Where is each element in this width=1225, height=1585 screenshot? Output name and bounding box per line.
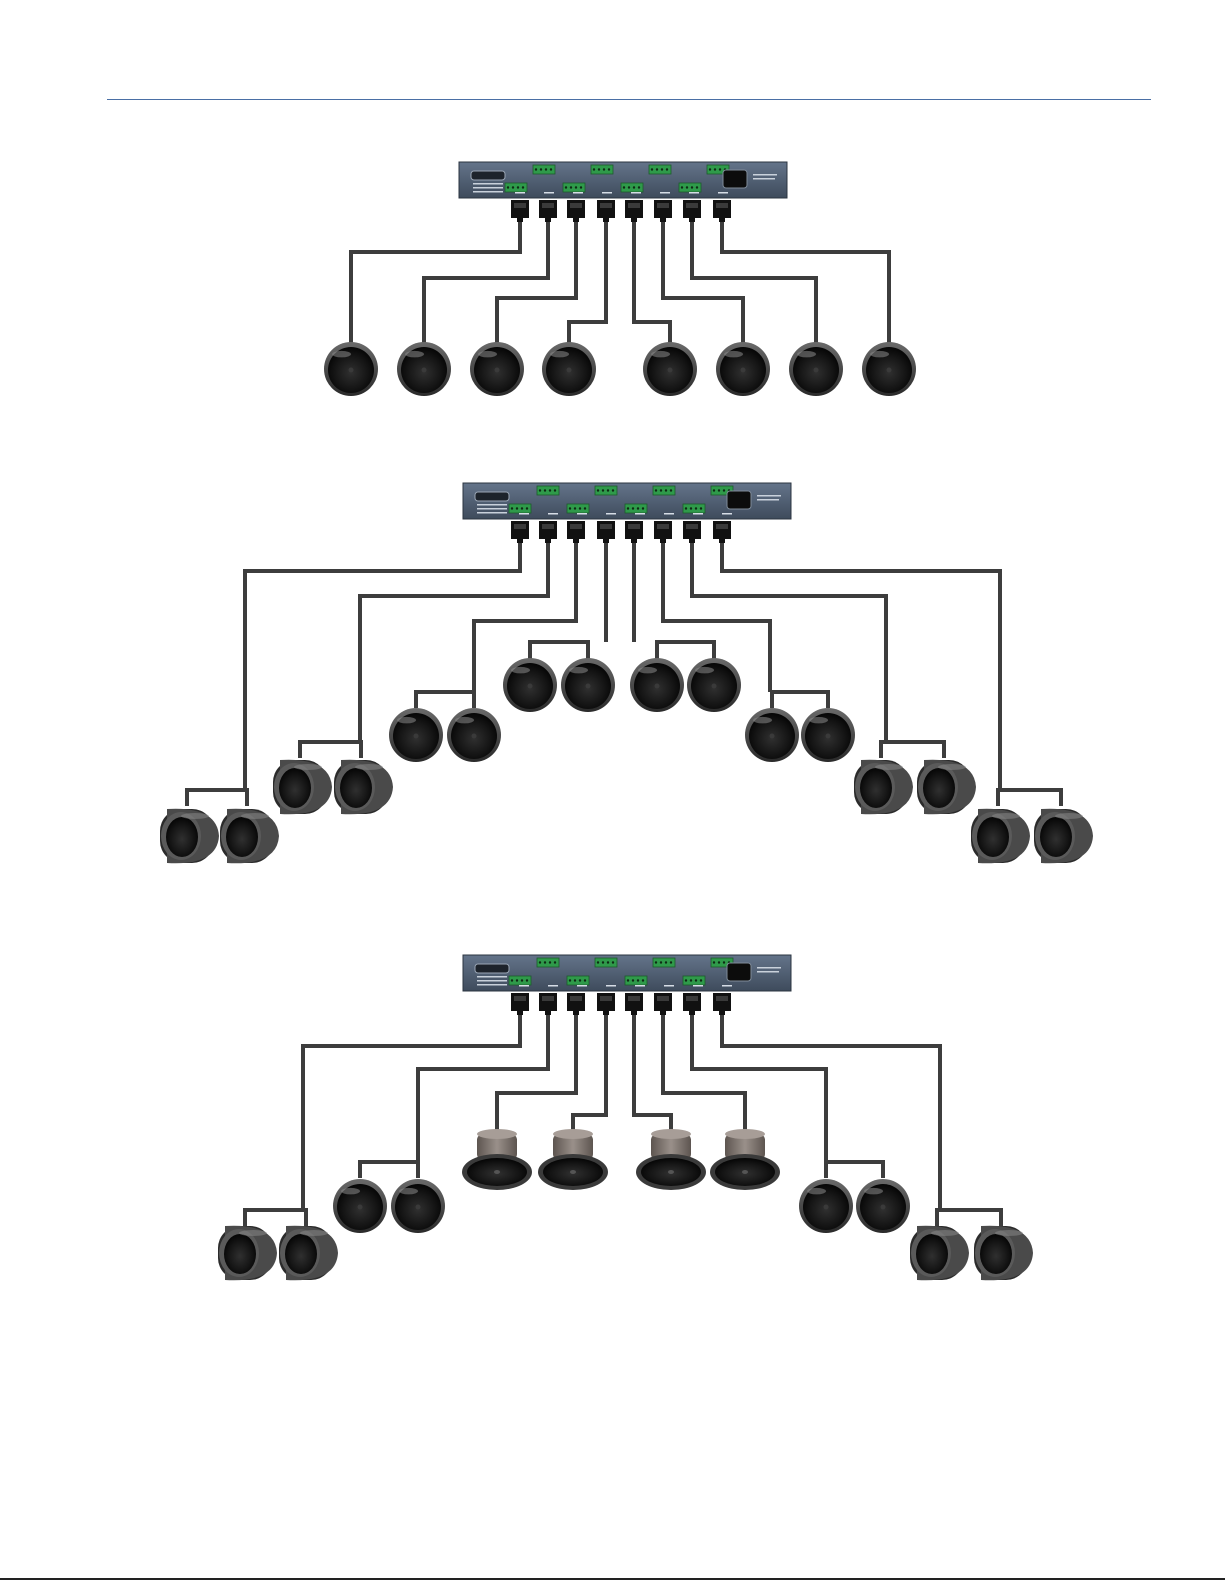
speaker-connector-icon: [625, 200, 643, 222]
speaker-wire: [245, 1210, 306, 1226]
surface-mount-speaker-icon: [279, 1226, 338, 1281]
surface-mount-speaker-icon: [160, 809, 219, 864]
speaker-wire: [351, 222, 520, 343]
speaker-wire: [657, 642, 714, 660]
speaker-connector-icon: [539, 521, 557, 543]
pendant-speaker-icon: [397, 342, 451, 396]
speaker-connector-icon: [539, 993, 557, 1015]
device-layer: [160, 162, 1093, 1280]
rack-amplifier-icon: [463, 483, 791, 519]
pendant-speaker-icon: [643, 342, 697, 396]
speaker-connector-icon: [683, 521, 701, 543]
ceiling-speaker-icon: [538, 1129, 608, 1190]
pendant-speaker-icon: [856, 1179, 910, 1233]
pendant-speaker-icon: [801, 708, 855, 762]
pendant-speaker-icon: [389, 708, 443, 762]
speaker-wire: [663, 1015, 745, 1134]
speaker-connector-icon: [511, 993, 529, 1015]
speaker-wire: [300, 742, 361, 758]
speaker-wire: [360, 1162, 418, 1178]
rack-amplifier-icon: [459, 162, 787, 198]
pendant-speaker-icon: [470, 342, 524, 396]
pendant-speaker-icon: [333, 1179, 387, 1233]
rack-amplifier-icon: [463, 955, 791, 991]
surface-mount-speaker-icon: [854, 760, 913, 815]
speaker-wire: [497, 1015, 576, 1134]
speaker-wire: [881, 742, 944, 758]
speaker-connector-icon: [654, 200, 672, 222]
speaker-connector-icon: [597, 521, 615, 543]
speaker-connector-icon: [625, 521, 643, 543]
pendant-speaker-icon: [542, 342, 596, 396]
pendant-speaker-icon: [862, 342, 916, 396]
speaker-connector-icon: [713, 200, 731, 222]
speaker-connector-icon: [511, 200, 529, 222]
speaker-connector-icon: [654, 993, 672, 1015]
surface-mount-speaker-icon: [334, 760, 393, 815]
surface-mount-speaker-icon: [917, 760, 976, 815]
speaker-connector-icon: [625, 993, 643, 1015]
pendant-speaker-icon: [799, 1179, 853, 1233]
surface-mount-speaker-icon: [1034, 809, 1093, 864]
surface-mount-speaker-icon: [971, 809, 1030, 864]
ceiling-speaker-icon: [636, 1129, 706, 1190]
pendant-speaker-icon: [745, 708, 799, 762]
speaker-wire: [424, 222, 548, 343]
speaker-wire: [634, 1015, 671, 1134]
speaker-wire: [998, 790, 1061, 806]
speaker-connector-icon: [567, 993, 585, 1015]
surface-mount-speaker-icon: [974, 1226, 1033, 1281]
speaker-connector-icon: [654, 521, 672, 543]
speaker-wire: [772, 692, 828, 708]
speaker-wire: [722, 222, 889, 343]
pendant-speaker-icon: [447, 708, 501, 762]
wire-layer: [187, 222, 1061, 1226]
speaker-wire: [530, 642, 588, 660]
speaker-connector-icon: [713, 521, 731, 543]
speaker-connector-icon: [713, 993, 731, 1015]
pendant-speaker-icon: [789, 342, 843, 396]
ceiling-speaker-icon: [710, 1129, 780, 1190]
surface-mount-speaker-icon: [273, 760, 332, 815]
speaker-connector-icon: [683, 993, 701, 1015]
speaker-connector-icon: [567, 521, 585, 543]
speaker-connector-icon: [567, 200, 585, 222]
speaker-wire: [692, 222, 816, 343]
speaker-connector-icon: [597, 200, 615, 222]
speaker-wire: [826, 1162, 883, 1178]
pendant-speaker-icon: [687, 658, 741, 712]
speaker-wire: [663, 222, 743, 343]
speaker-wire: [416, 692, 474, 708]
pendant-speaker-icon: [391, 1179, 445, 1233]
footer-rule: [0, 1578, 1225, 1580]
speaker-connector-icon: [597, 993, 615, 1015]
surface-mount-speaker-icon: [220, 809, 279, 864]
pendant-speaker-icon: [503, 658, 557, 712]
speaker-wire: [937, 1210, 1001, 1226]
speaker-connector-icon: [539, 200, 557, 222]
pendant-speaker-icon: [716, 342, 770, 396]
surface-mount-speaker-icon: [910, 1226, 969, 1281]
speaker-wire: [187, 790, 247, 806]
speaker-connector-icon: [683, 200, 701, 222]
pendant-speaker-icon: [324, 342, 378, 396]
pendant-speaker-icon: [561, 658, 615, 712]
speaker-connector-icon: [511, 521, 529, 543]
pendant-speaker-icon: [630, 658, 684, 712]
ceiling-speaker-icon: [462, 1129, 532, 1190]
speaker-wire: [497, 222, 576, 343]
surface-mount-speaker-icon: [218, 1226, 277, 1281]
